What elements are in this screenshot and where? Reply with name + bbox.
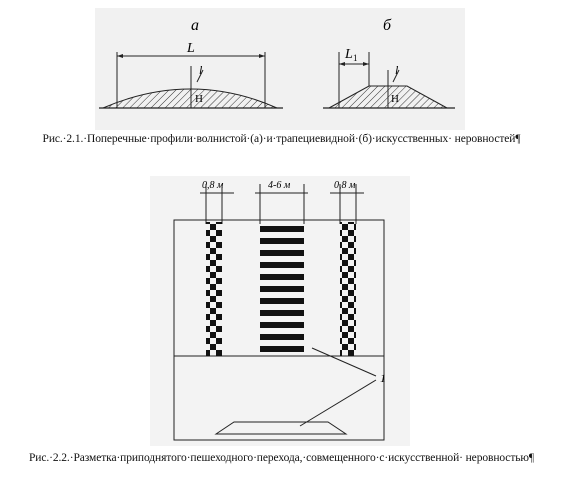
zebra-stripes [260, 226, 304, 352]
label-L1-sub: 1 [353, 53, 358, 63]
checker-strip-left [206, 222, 222, 356]
checker-strip-right [340, 222, 356, 356]
arrow-left [117, 54, 123, 58]
leader-label: 1 [380, 371, 386, 385]
crossing-drawing: 0,8 м 4-6 м 0,8 м [173, 180, 386, 441]
label-a: а [191, 17, 199, 34]
label-b: б [383, 17, 392, 34]
leader-line-bottom [299, 379, 377, 427]
caption-figure-2-2: Рис.·2.2.·Разметка·приподнятого·пешеходн… [29, 452, 534, 464]
label-l-a: l [199, 63, 203, 77]
leader-line-top [311, 347, 377, 377]
figure-crossing-markup: 0,8 м 4-6 м 0,8 м [150, 176, 410, 446]
arrow-right [259, 54, 265, 58]
road-area [173, 219, 385, 441]
label-L: L [186, 41, 195, 56]
dim-left-label: 0,8 м [202, 180, 224, 191]
caption-figure-2-1: Рис.·2.1.·Поперечные·профили·волнистой·(… [42, 133, 521, 145]
label-H-b: H [391, 93, 399, 105]
label-H-a: H [195, 93, 203, 105]
hump-ramp [214, 421, 348, 435]
dim-right-label: 0,8 м [334, 180, 356, 191]
label-l-b: l [395, 63, 399, 77]
label-L1: L [344, 47, 353, 62]
profiles-drawing: а L l H б L 1 l [99, 17, 455, 109]
figure-profiles: а L l H б L 1 l [95, 8, 465, 130]
dim-center-label: 4-6 м [268, 180, 291, 191]
wave-profile [102, 88, 278, 109]
